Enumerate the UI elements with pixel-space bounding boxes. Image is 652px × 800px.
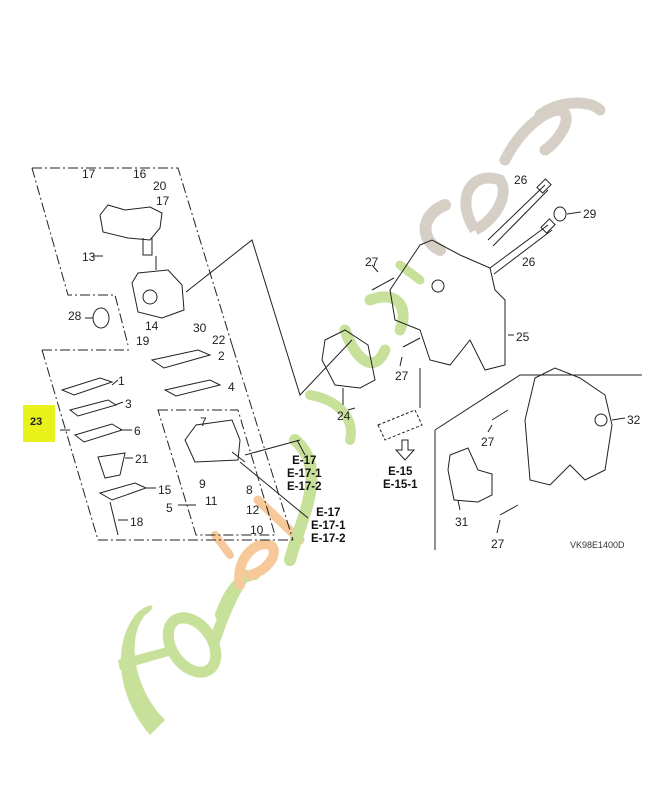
callout-8[interactable]: 8 [246, 483, 253, 497]
callout-28[interactable]: 28 [68, 309, 82, 323]
callout-27[interactable]: 27 [491, 537, 505, 551]
callout-17[interactable]: 17 [156, 194, 170, 208]
reference-e15-group: E-15 E-15-1 [383, 466, 418, 492]
callout-5[interactable]: 5 [166, 501, 173, 515]
callout-20[interactable]: 20 [153, 179, 167, 193]
callout-27[interactable]: 27 [365, 255, 379, 269]
callout-7[interactable]: 7 [200, 415, 207, 429]
callout-2[interactable]: 2 [218, 349, 225, 363]
callout-27[interactable]: 27 [481, 435, 495, 449]
callout-19[interactable]: 19 [136, 334, 150, 348]
callout-6[interactable]: 6 [134, 424, 141, 438]
ref-link-e17-1[interactable]: E-17-1 [287, 468, 322, 480]
callout-23-label: 23 [30, 416, 43, 428]
reference-e17-group-b: E-17 E-17-1 E-17-2 [311, 507, 346, 546]
ref-link-e15[interactable]: E-15 [388, 466, 413, 478]
diagram-code: VK98E1400D [570, 540, 625, 550]
highlighted-callout-23[interactable]: 23 [23, 405, 55, 442]
callout-14[interactable]: 14 [145, 319, 159, 333]
callout-26[interactable]: 26 [514, 173, 528, 187]
callout-25[interactable]: 25 [516, 330, 530, 344]
ref-link-e17[interactable]: E-17 [316, 507, 341, 519]
callout-12[interactable]: 12 [246, 503, 260, 517]
ref-link-e17-2[interactable]: E-17-2 [311, 533, 346, 545]
callout-10[interactable]: 10 [250, 523, 264, 537]
reference-e17-group-a: E-17 E-17-1 E-17-2 [287, 455, 322, 494]
callout-15[interactable]: 15 [158, 483, 172, 497]
callout-30[interactable]: 30 [193, 321, 207, 335]
callout-24[interactable]: 24 [337, 409, 351, 423]
callout-17[interactable]: 17 [82, 167, 96, 181]
callout-22[interactable]: 22 [212, 333, 226, 347]
callout-27[interactable]: 27 [395, 369, 409, 383]
callout-18[interactable]: 18 [130, 515, 144, 529]
callout-32[interactable]: 32 [627, 413, 641, 427]
callout-13[interactable]: 13 [82, 250, 96, 264]
callout-21[interactable]: 21 [135, 452, 149, 466]
callout-3[interactable]: 3 [125, 397, 132, 411]
ref-link-e17-2[interactable]: E-17-2 [287, 481, 322, 493]
callout-9[interactable]: 9 [199, 477, 206, 491]
callout-11[interactable]: 11 [205, 494, 218, 508]
ref-link-e17-1[interactable]: E-17-1 [311, 520, 346, 532]
callout-29[interactable]: 29 [583, 207, 597, 221]
ref-link-e17[interactable]: E-17 [292, 455, 317, 467]
callout-1[interactable]: 1 [118, 374, 125, 388]
callout-31[interactable]: 31 [455, 515, 469, 529]
ref-link-e15-1[interactable]: E-15-1 [383, 479, 418, 491]
callout-4[interactable]: 4 [228, 380, 235, 394]
callout-26[interactable]: 26 [522, 255, 536, 269]
callout-16[interactable]: 16 [133, 167, 147, 181]
